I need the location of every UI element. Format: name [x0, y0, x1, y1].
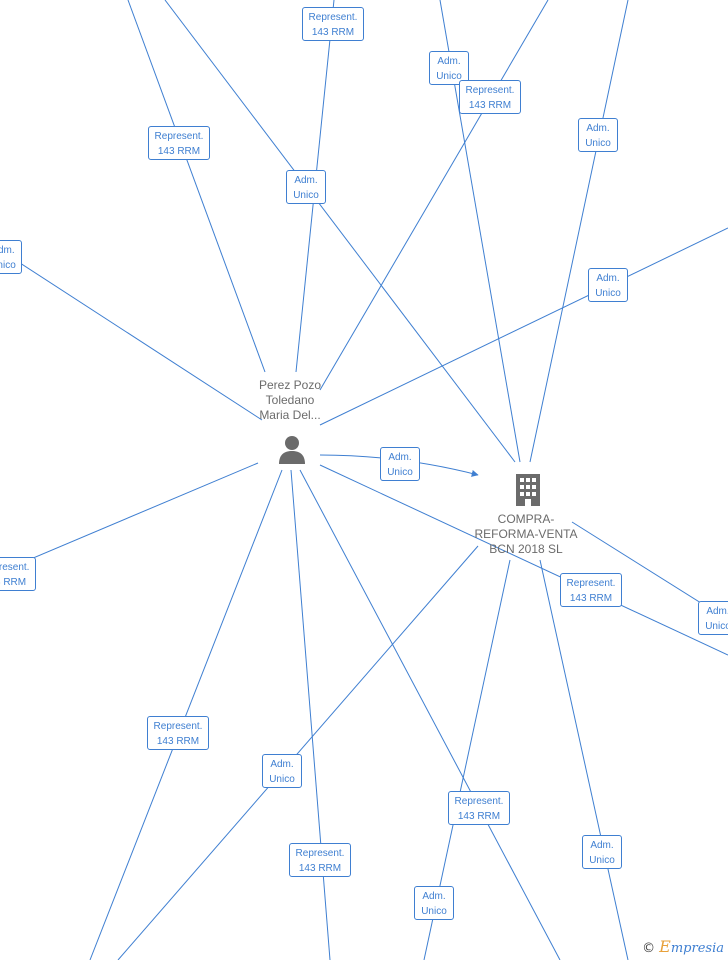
edge-label-line: Adm. [596, 273, 620, 284]
edge-label-line: Represent. [465, 85, 515, 96]
edge-label-line: Unico [585, 138, 611, 149]
edge-line [0, 249, 263, 421]
edge-label-line: Adm. [294, 175, 318, 186]
edge-label-line: 143 RRM [457, 811, 501, 822]
edge-label[interactable]: Adm. Unico [582, 835, 622, 869]
edge-label-line: Adm. [586, 123, 610, 134]
edge-line [164, 0, 516, 463]
company-name-line-3: BCN 2018 SL [489, 542, 563, 556]
edge-label-line: 143 RRM [0, 577, 27, 588]
edge-label-line: Unico [421, 906, 447, 917]
edge-label[interactable]: Adm. Unico [380, 447, 420, 481]
edge-label-line: Unico [293, 190, 319, 201]
person-name-line-1: Perez Pozo [258, 378, 322, 392]
edge-label-line: Adm. [270, 759, 294, 770]
edge-line [319, 0, 549, 391]
edge-line [290, 469, 331, 960]
edge-label-line: 143 RRM [569, 593, 613, 604]
edge-label-line: Unico [595, 288, 621, 299]
edge-label-line: Unico [269, 774, 295, 785]
edge-label-line: Represent. [0, 562, 30, 573]
empresia-watermark: ©Empresia [642, 937, 724, 956]
edge-label[interactable]: Adm. Unico [414, 886, 454, 920]
edge-label-line: Unico [589, 855, 615, 866]
edge-label-line: Unico [0, 260, 16, 271]
edge-label-line: Adm. [388, 452, 412, 463]
building-icon[interactable] [512, 472, 544, 508]
edge-label[interactable]: Adm. Unico [0, 240, 22, 274]
edge-label[interactable]: Adm. Unico [578, 118, 618, 152]
edge-label[interactable]: Adm. Unico [698, 601, 728, 635]
person-name-line-2: Toledano [265, 393, 315, 407]
edge-label-line: Represent. [308, 12, 358, 23]
edge-label[interactable]: Represent. 143 RRM [148, 126, 210, 160]
edge-label-line: Unico [436, 71, 462, 82]
company-name-line-2: REFORMA-VENTA [474, 527, 578, 541]
edge-label[interactable]: Represent. 143 RRM [0, 557, 36, 591]
brand-initial: E [659, 937, 671, 956]
edge-label[interactable]: Represent. 143 RRM [302, 7, 364, 41]
edge-label-line: Adm. [590, 840, 614, 851]
edge-label-line: Represent. [566, 578, 616, 589]
edge-label-line: 143 RRM [298, 863, 342, 874]
brand-name: mpresia [670, 941, 724, 956]
company-node-name[interactable]: COMPRA- REFORMA-VENTA BCN 2018 SL [470, 512, 582, 557]
person-name-line-3: Maria Del... [259, 408, 321, 422]
edge-line [89, 469, 283, 960]
edge-label[interactable]: Adm. Unico [286, 170, 326, 204]
edge-label[interactable]: Adm. Unico [588, 268, 628, 302]
edge-label[interactable]: Represent. 143 RRM [448, 791, 510, 825]
person-icon[interactable] [276, 434, 308, 466]
edge-label-line: 143 RRM [311, 27, 355, 38]
edge-label-line: 143 RRM [468, 100, 512, 111]
copyright-symbol: © [642, 941, 656, 956]
edge-line [299, 469, 561, 960]
edge-label-line: Adm. [706, 606, 728, 617]
person-node-name[interactable]: Perez Pozo Toledano Maria Del... [243, 378, 337, 423]
edge-line [127, 0, 266, 373]
edge-label[interactable]: Represent. 143 RRM [459, 80, 521, 114]
edge-line [539, 559, 629, 960]
edge-label-line: Unico [387, 467, 413, 478]
edge-label-line: 143 RRM [157, 146, 201, 157]
edge-label-line: Represent. [154, 131, 204, 142]
edge-label-line: Adm. [437, 56, 461, 67]
edge-line [117, 545, 479, 960]
edge-label[interactable]: Adm. Unico [429, 51, 469, 85]
edge-label-line: Represent. [295, 848, 345, 859]
edge-label-line: Represent. [454, 796, 504, 807]
edge-line [319, 464, 728, 656]
edge-label-line: Adm. [0, 245, 15, 256]
edge-label-line: Represent. [153, 721, 203, 732]
edge-line [529, 0, 629, 463]
edge-label[interactable]: Represent. 143 RRM [289, 843, 351, 877]
edge-line [319, 227, 728, 426]
edge-label[interactable]: Adm. Unico [262, 754, 302, 788]
edge-label-line: 143 RRM [156, 736, 200, 747]
edge-line [0, 462, 259, 573]
edge-label-line: Adm. [422, 891, 446, 902]
edge-label[interactable]: Represent. 143 RRM [147, 716, 209, 750]
company-name-line-1: COMPRA- [497, 512, 555, 526]
edge-label-line: Unico [705, 621, 728, 632]
edge-label[interactable]: Represent. 143 RRM [560, 573, 622, 607]
